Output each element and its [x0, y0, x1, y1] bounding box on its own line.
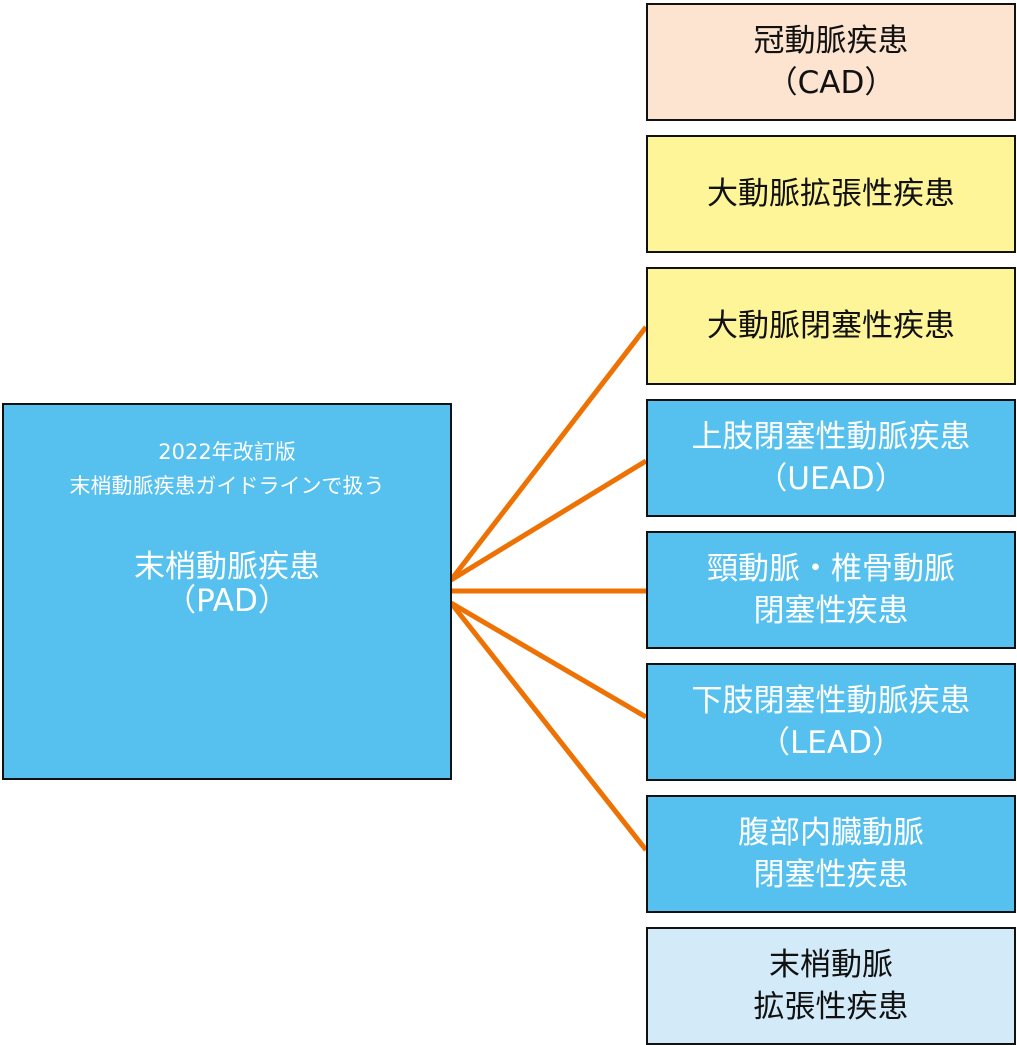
guideline-subtitle: 2022年改訂版 末梢動脈疾患ガイドラインで扱う	[4, 435, 450, 503]
box-label-line: 閉塞性疾患	[753, 857, 909, 893]
box-label-line: 頸動脈・椎骨動脈	[707, 551, 955, 587]
box-label-line: （CAD）	[766, 65, 896, 101]
title-line: （PAD）	[165, 583, 289, 619]
subtitle-line: 末梢動脈疾患ガイドラインで扱う	[69, 474, 385, 498]
connector-line	[449, 601, 648, 852]
pad-main-box: 2022年改訂版 末梢動脈疾患ガイドラインで扱う 末梢動脈疾患 （PAD）	[2, 403, 452, 780]
aortic-occlusive-box: 大動脈閉塞性疾患	[646, 267, 1016, 385]
title-line: 末梢動脈疾患	[134, 549, 320, 585]
box-label-line: 末梢動脈	[769, 947, 893, 983]
lead-box: 下肢閉塞性動脈疾患 （LEAD）	[646, 663, 1016, 781]
peripheral-aneurysm-box: 末梢動脈拡張性疾患	[646, 927, 1016, 1045]
box-label-line: 大動脈拡張性疾患	[707, 176, 955, 212]
connector-line	[449, 458, 648, 583]
uead-box: 上肢閉塞性動脈疾患 （UEAD）	[646, 399, 1016, 517]
box-label-line: 下肢閉塞性動脈疾患	[691, 683, 971, 719]
pad-title: 末梢動脈疾患 （PAD）	[4, 550, 450, 618]
cad-box: 冠動脈疾患 （CAD）	[646, 3, 1016, 121]
box-label-line: 閉塞性疾患	[753, 593, 909, 629]
carotid-vertebral-box: 頸動脈・椎骨動脈閉塞性疾患	[646, 531, 1016, 649]
box-label-line: 腹部内臓動脈	[738, 815, 924, 851]
box-label-line: 大動脈閉塞性疾患	[707, 308, 955, 344]
connector-line	[449, 600, 648, 720]
connector-line	[449, 325, 648, 582]
aortic-dilatation-box: 大動脈拡張性疾患	[646, 135, 1016, 253]
subtitle-line: 2022年改訂版	[158, 440, 296, 464]
box-label-line: 冠動脈疾患	[753, 23, 909, 59]
box-label-line: 拡張性疾患	[753, 989, 909, 1025]
box-label-line: （LEAD）	[759, 725, 903, 761]
box-label-line: 上肢閉塞性動脈疾患	[691, 419, 971, 455]
visceral-artery-box: 腹部内臓動脈閉塞性疾患	[646, 795, 1016, 913]
box-label-line: （UEAD）	[756, 461, 906, 497]
